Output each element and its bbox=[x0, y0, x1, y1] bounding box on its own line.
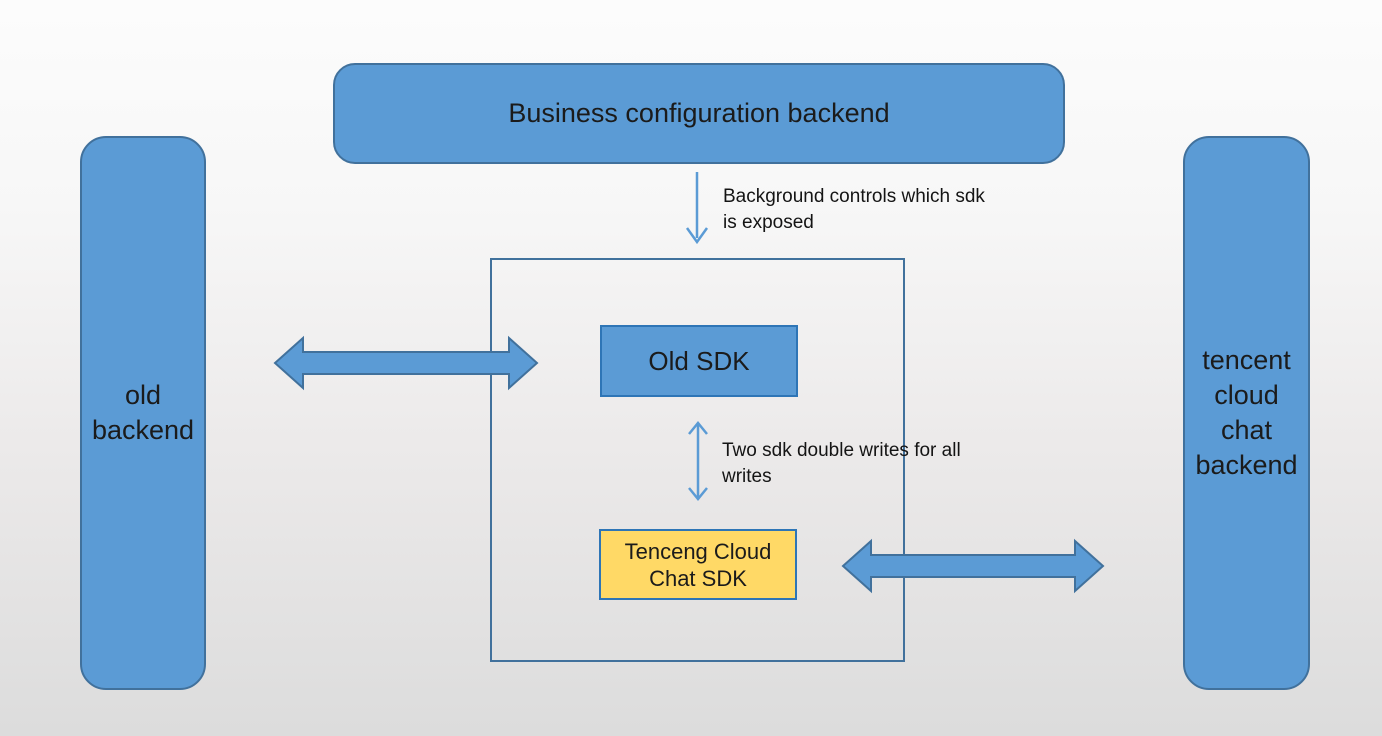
business-configuration-backend-node: Business configuration backend bbox=[333, 63, 1065, 164]
vertical-double-arrow-icon bbox=[688, 421, 708, 501]
down-arrow-icon bbox=[685, 172, 709, 245]
old-sdk-label: Old SDK bbox=[648, 345, 750, 376]
tenceng-cloud-chat-sdk-label: Tenceng Cloud Chat SDK bbox=[624, 538, 772, 591]
old-sdk-node: Old SDK bbox=[600, 325, 798, 397]
tencent-cloud-chat-backend-node: tencent cloud chat backend bbox=[1183, 136, 1310, 690]
annotation-sdk-exposure: Background controls which sdk is exposed bbox=[723, 186, 985, 233]
business-configuration-backend-label: Business configuration backend bbox=[508, 98, 890, 128]
left-double-arrow-icon bbox=[273, 335, 539, 391]
old-backend-node: old backend bbox=[80, 136, 206, 690]
right-double-arrow-icon bbox=[841, 538, 1105, 594]
annotation-double-writes: Two sdk double writes for all writes bbox=[722, 440, 961, 487]
tencent-cloud-chat-backend-label: tencent cloud chat backend bbox=[1195, 345, 1298, 480]
sdk-container-box bbox=[490, 258, 905, 662]
tenceng-cloud-chat-sdk-node: Tenceng Cloud Chat SDK bbox=[599, 529, 797, 600]
old-backend-label: old backend bbox=[91, 380, 195, 445]
